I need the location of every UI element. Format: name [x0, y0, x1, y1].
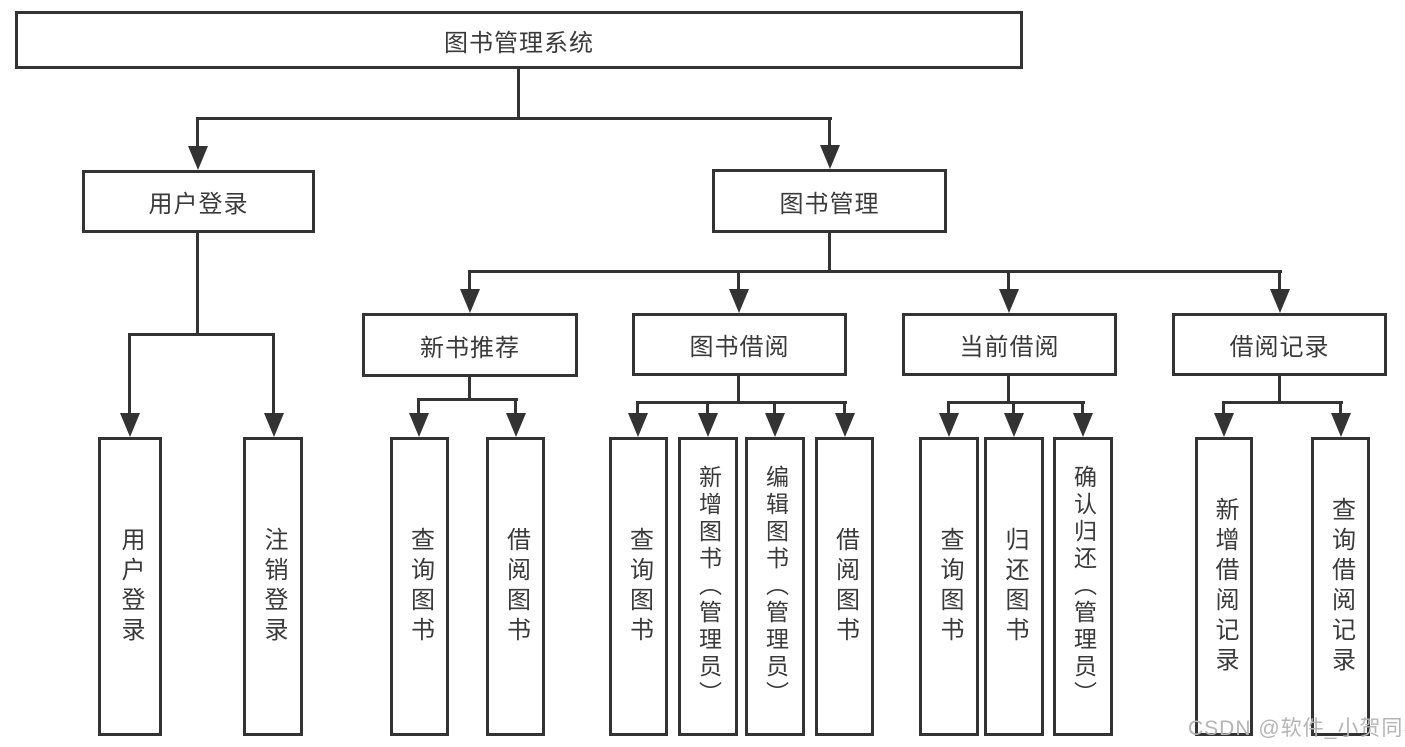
leaf-borrow-edit-books-admin: 编辑图书（管理员）: [745, 437, 805, 736]
connector-line: [636, 401, 639, 415]
arrow-down-icon: [1331, 413, 1351, 437]
node-label: 当前借阅: [959, 334, 1060, 361]
leaf-label: 查询图书: [936, 526, 963, 647]
connector-line: [417, 398, 420, 415]
arrow-down-icon: [835, 413, 855, 437]
leaf-current-return-books: 归还图书: [984, 437, 1044, 736]
leaf-label: 查询借阅记录: [1327, 496, 1355, 677]
leaf-borrow-borrow-books: 借阅图书: [815, 437, 874, 736]
connector-line: [1222, 401, 1343, 404]
arrow-down-icon: [939, 413, 959, 437]
connector-line: [947, 401, 950, 415]
connector-line: [1278, 270, 1281, 291]
leaf-label: 借阅图书: [502, 526, 530, 647]
arrow-down-icon: [188, 146, 208, 170]
arrow-down-icon: [1214, 413, 1234, 437]
leaf-logout: 注销登录: [243, 437, 303, 736]
arrow-down-icon: [460, 289, 480, 313]
leaf-label: 查询图书: [406, 526, 434, 647]
connector-line: [828, 233, 831, 272]
leaf-records-add-record: 新增借阅记录: [1195, 437, 1253, 736]
arrow-down-icon: [628, 413, 648, 437]
connector-line: [468, 270, 1282, 273]
arrow-down-icon: [120, 413, 140, 437]
connector-line: [196, 117, 199, 148]
connector-line: [737, 270, 740, 291]
arrow-down-icon: [820, 145, 840, 169]
connector-line: [128, 333, 131, 415]
connector-line: [517, 69, 520, 120]
node-book-management: 图书管理: [712, 169, 947, 233]
connector-line: [843, 401, 846, 415]
connector-line: [468, 377, 471, 401]
node-new-book-recommend: 新书推荐: [362, 313, 578, 377]
connector-line: [1081, 401, 1084, 415]
arrow-down-icon: [1270, 289, 1290, 313]
leaf-records-query-record: 查询借阅记录: [1311, 437, 1370, 736]
arrow-down-icon: [999, 289, 1019, 313]
arrow-down-icon: [765, 413, 785, 437]
connector-line: [636, 401, 847, 404]
node-label: 新书推荐: [420, 334, 520, 362]
leaf-label: 用户登录: [117, 526, 144, 647]
leaf-borrow-add-books-admin: 新增图书（管理员）: [678, 437, 738, 736]
leaf-label: 新增图书（管理员）: [695, 465, 722, 708]
connector-line: [1007, 376, 1010, 403]
node-root-library-management-system: 图书管理系统: [15, 11, 1023, 69]
connector-line: [417, 398, 518, 401]
node-book-borrowing: 图书借阅: [632, 313, 847, 376]
connector-line: [468, 270, 471, 291]
connector-line: [1339, 401, 1342, 415]
arrow-down-icon: [506, 413, 526, 437]
leaf-label: 编辑图书（管理员）: [762, 465, 789, 708]
leaf-label: 归还图书: [1001, 526, 1028, 647]
connector-line: [1278, 375, 1281, 403]
leaf-label: 新增借阅记录: [1211, 496, 1238, 677]
connector-line: [947, 401, 1085, 404]
connector-line: [128, 333, 275, 336]
leaf-newrec-query-books: 查询图书: [390, 437, 449, 736]
connector-line: [1007, 270, 1010, 291]
node-label: 图书借阅: [689, 334, 790, 361]
connector-line: [196, 233, 199, 335]
leaf-label: 借阅图书: [831, 526, 859, 647]
node-label: 用户登录: [148, 191, 249, 218]
leaf-label: 注销登录: [260, 526, 287, 647]
arrow-down-icon: [1004, 413, 1024, 437]
connector-line: [1012, 401, 1015, 415]
leaf-borrow-query-books: 查询图书: [609, 437, 668, 736]
connector-line: [196, 117, 832, 120]
node-label: 图书管理系统: [444, 29, 594, 57]
node-label: 借阅记录: [1229, 334, 1330, 361]
connector-line: [514, 398, 517, 415]
node-label: 图书管理: [779, 190, 880, 218]
arrow-down-icon: [264, 413, 284, 437]
leaf-label: 确认归还（管理员）: [1070, 465, 1097, 708]
leaf-newrec-borrow-books: 借阅图书: [486, 437, 545, 736]
connector-line: [737, 376, 740, 403]
connector-line: [706, 401, 709, 415]
connector-line: [1222, 401, 1225, 415]
node-current-borrowing: 当前借阅: [902, 313, 1117, 376]
arrow-down-icon: [1073, 413, 1093, 437]
arrow-down-icon: [729, 289, 749, 313]
node-user-login: 用户登录: [82, 170, 315, 233]
connector-line: [773, 401, 776, 415]
arrow-down-icon: [698, 413, 718, 437]
node-borrowing-records: 借阅记录: [1172, 313, 1387, 376]
connector-line: [828, 117, 831, 147]
connector-line: [272, 333, 275, 415]
leaf-current-confirm-return-admin: 确认归还（管理员）: [1053, 437, 1113, 736]
leaf-user-login: 用户登录: [98, 437, 162, 736]
csdn-watermark: CSDN @软件_小贺同学: [1188, 717, 1405, 740]
leaf-current-query-books: 查询图书: [919, 437, 979, 736]
arrow-down-icon: [409, 413, 429, 437]
leaf-label: 查询图书: [625, 526, 653, 647]
